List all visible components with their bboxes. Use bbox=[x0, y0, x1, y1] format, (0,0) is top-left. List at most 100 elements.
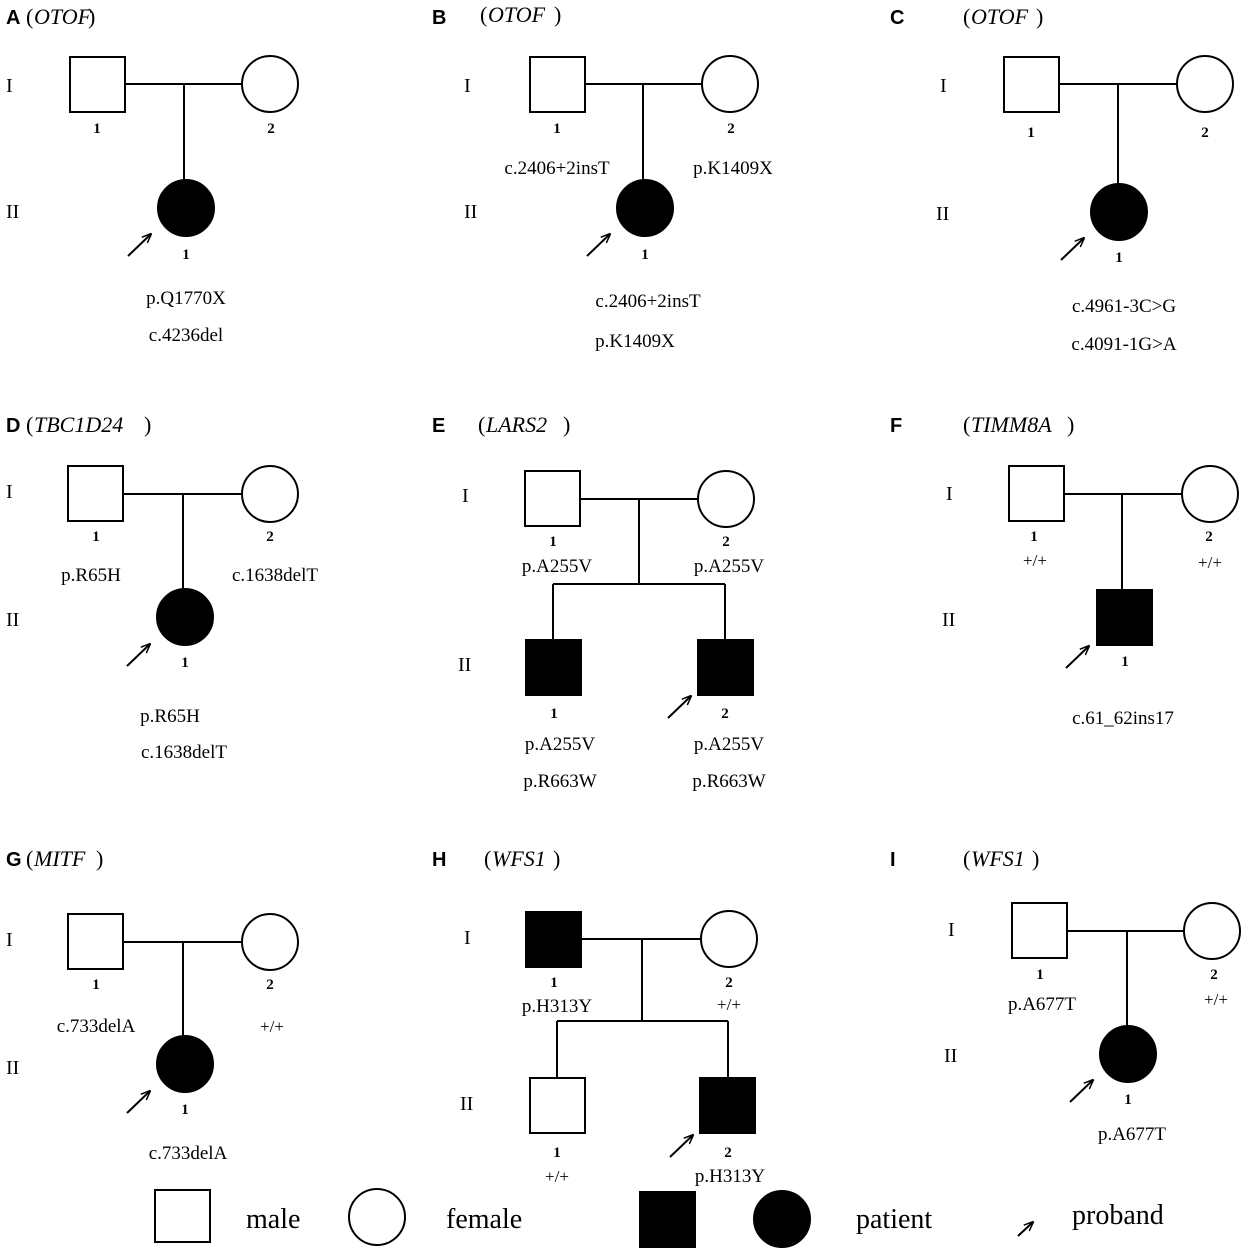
gene-name: MITF bbox=[33, 846, 86, 871]
gene-close-paren: ) bbox=[1036, 4, 1043, 29]
gene-name: OTOF bbox=[971, 4, 1029, 29]
child-variant-2: c.1638delT bbox=[141, 742, 227, 763]
child-number: 1 bbox=[181, 1102, 189, 1118]
generation-i-label: I bbox=[462, 485, 469, 507]
child-variant-1: p.R65H bbox=[140, 706, 200, 727]
gene-close-paren: ) bbox=[88, 4, 95, 29]
father-number: 1 bbox=[1036, 967, 1044, 983]
mother-number: 2 bbox=[1210, 967, 1218, 983]
child-variant-2: c.4236del bbox=[149, 325, 223, 346]
panel-letter: B bbox=[432, 7, 446, 29]
child-variant-1: c.733delA bbox=[149, 1143, 228, 1164]
proband-arrow bbox=[127, 234, 151, 257]
father-male-symbol bbox=[524, 470, 581, 527]
panel-c: C ( OTOF ) I II 1 2 1 c.4961-3C>G c.4091… bbox=[890, 4, 1234, 355]
gene-close-paren: ) bbox=[553, 846, 560, 871]
mother-variant: p.A255V bbox=[694, 556, 764, 577]
father-variant: p.A255V bbox=[522, 556, 592, 577]
child2-number: 2 bbox=[721, 706, 729, 722]
gene-open-paren: ( bbox=[478, 412, 485, 437]
gene-open-paren: ( bbox=[963, 4, 970, 29]
father-male-symbol bbox=[67, 465, 124, 522]
proband-affected-female bbox=[156, 588, 214, 646]
father-male-symbol bbox=[69, 56, 126, 113]
panel-g: G ( MITF ) I II 1 2 c.733delA +/+ 1 c.73… bbox=[6, 846, 299, 1164]
child-number: 1 bbox=[1115, 250, 1123, 266]
generation-i-label: I bbox=[464, 927, 471, 949]
father-male-symbol bbox=[67, 913, 124, 970]
panel-letter: F bbox=[890, 415, 902, 437]
proband-arrow bbox=[126, 1091, 150, 1114]
panel-letter: I bbox=[890, 849, 896, 871]
mother-female-symbol bbox=[1176, 55, 1234, 113]
child1-variant-1: p.A255V bbox=[525, 734, 595, 755]
panel-letter: D bbox=[6, 415, 20, 437]
child1-genotype: +/+ bbox=[545, 1167, 569, 1186]
generation-i-label: I bbox=[6, 481, 13, 503]
father-male-symbol bbox=[529, 56, 586, 113]
panel-d: D ( TBC1D24 ) I II 1 2 p.R65H c.1638delT… bbox=[6, 412, 318, 763]
gene-close-paren: ) bbox=[1032, 846, 1039, 871]
gene-name: TIMM8A bbox=[971, 412, 1052, 437]
gene-name: OTOF bbox=[34, 4, 92, 29]
father-number: 1 bbox=[1030, 529, 1038, 545]
mother-variant: c.1638delT bbox=[232, 565, 318, 586]
generation-i-label: I bbox=[940, 75, 947, 97]
father-number: 1 bbox=[550, 975, 558, 991]
child-number: 1 bbox=[641, 247, 649, 263]
gene-name: WFS1 bbox=[971, 846, 1025, 871]
child-number: 1 bbox=[182, 247, 190, 263]
legend-male-label: male bbox=[246, 1204, 300, 1235]
father-affected-male bbox=[525, 911, 582, 968]
generation-i-label: I bbox=[948, 919, 955, 941]
child-variant-1: c.2406+2insT bbox=[595, 291, 701, 312]
proband-affected-female bbox=[156, 1035, 214, 1093]
gene-close-paren: ) bbox=[554, 2, 561, 27]
father-number: 1 bbox=[1027, 125, 1035, 141]
child-number: 1 bbox=[181, 655, 189, 671]
panel-f: F ( TIMM8A ) I II 1 2 +/+ +/+ 1 c.61_62i… bbox=[890, 412, 1239, 729]
panel-letter: G bbox=[6, 849, 22, 871]
mother-number: 2 bbox=[1205, 529, 1213, 545]
child1-male-symbol bbox=[529, 1077, 586, 1134]
gene-name: TBC1D24 bbox=[34, 412, 123, 437]
father-male-symbol bbox=[1003, 56, 1060, 113]
panel-e: E ( LARS2 ) I II 1 2 p.A255V p.A255V 1 p… bbox=[432, 412, 766, 792]
child1-affected-male bbox=[525, 639, 582, 696]
mother-female-symbol bbox=[1183, 902, 1241, 960]
mother-number: 2 bbox=[267, 121, 275, 137]
child-number: 1 bbox=[1124, 1092, 1132, 1108]
gene-open-paren: ( bbox=[26, 412, 33, 437]
generation-ii-label: II bbox=[6, 609, 19, 631]
generation-ii-label: II bbox=[944, 1045, 957, 1067]
mother-genotype: +/+ bbox=[260, 1017, 284, 1036]
child-variant-1: p.A677T bbox=[1098, 1124, 1166, 1145]
child-variant-1: c.61_62ins17 bbox=[1072, 708, 1174, 729]
generation-ii-label: II bbox=[6, 201, 19, 223]
generation-i-label: I bbox=[6, 929, 13, 951]
legend-patient-female-symbol bbox=[753, 1190, 811, 1248]
generation-i-label: I bbox=[6, 75, 13, 97]
gene-close-paren: ) bbox=[1067, 412, 1074, 437]
proband-arrow bbox=[667, 696, 691, 719]
mother-female-symbol bbox=[697, 470, 755, 528]
legend-female-symbol bbox=[348, 1188, 406, 1246]
panel-a: A ( OTOF ) I II 1 2 1 p.Q1770X c.4236del bbox=[6, 4, 299, 346]
mother-female-symbol bbox=[1181, 465, 1239, 523]
mother-female-symbol bbox=[241, 55, 299, 113]
father-number: 1 bbox=[92, 977, 100, 993]
child2-variant-1: p.A255V bbox=[694, 734, 764, 755]
generation-i-label: I bbox=[464, 75, 471, 97]
generation-ii-label: II bbox=[458, 654, 471, 676]
generation-i-label: I bbox=[946, 483, 953, 505]
father-variant: p.H313Y bbox=[522, 996, 592, 1017]
mother-number: 2 bbox=[266, 529, 274, 545]
mother-number: 2 bbox=[266, 977, 274, 993]
generation-ii-label: II bbox=[942, 609, 955, 631]
proband-affected-male bbox=[1096, 589, 1153, 646]
father-genotype: +/+ bbox=[1023, 551, 1047, 570]
generation-ii-label: II bbox=[6, 1057, 19, 1079]
legend: male female patient proband bbox=[154, 1188, 1164, 1248]
gene-open-paren: ( bbox=[26, 4, 33, 29]
gene-close-paren: ) bbox=[563, 412, 570, 437]
